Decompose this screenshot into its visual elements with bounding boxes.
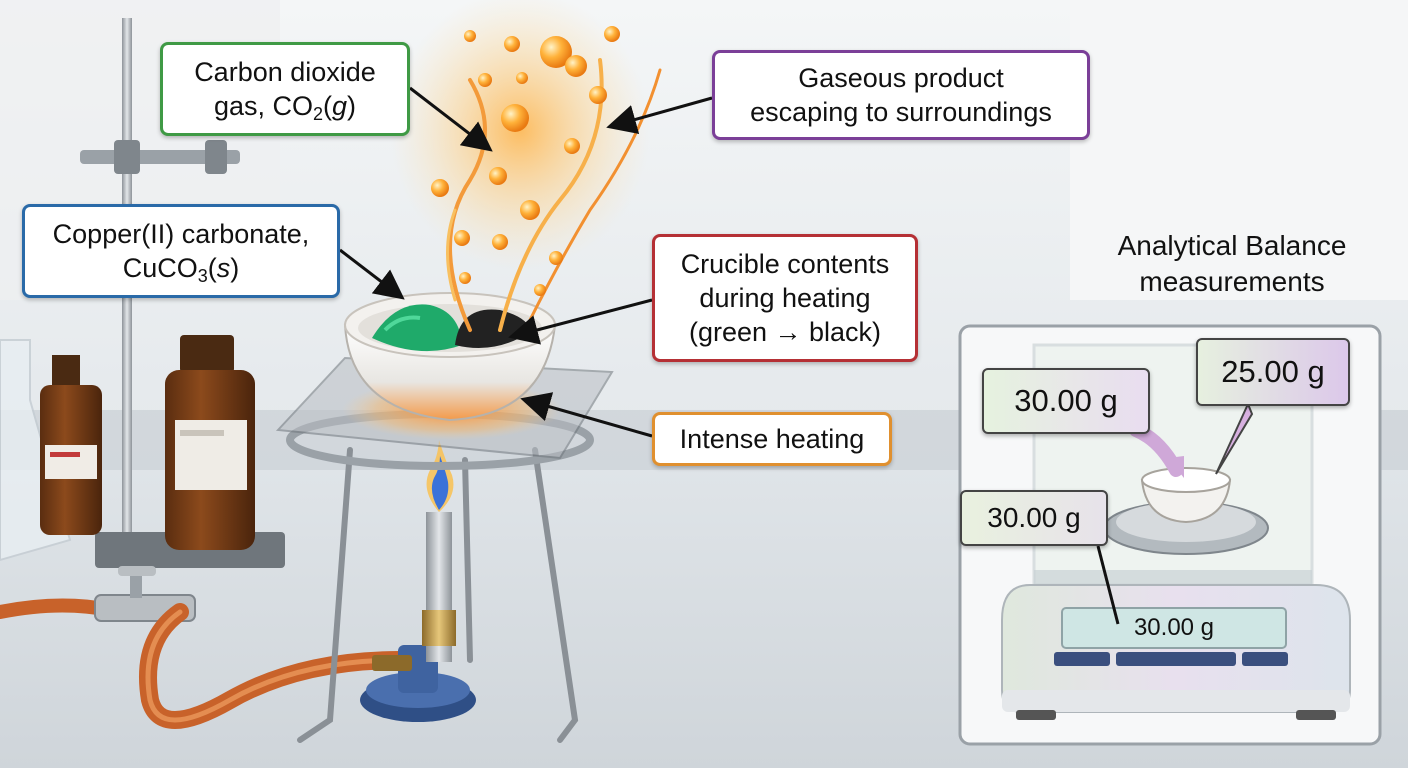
arrow-gaseous — [606, 96, 713, 134]
label-copper-carbonate: Copper(II) carbonate, CuCO3(s) — [22, 204, 340, 298]
bunsen-burner — [360, 512, 476, 722]
label-intense-heating: Intense heating — [652, 412, 892, 466]
arrow-co2 — [409, 86, 493, 152]
label-co2-line2: gas, CO2(g) — [214, 89, 356, 123]
balance-tag-bottom: 30.00 g — [960, 490, 1108, 546]
arrow-heating — [520, 392, 653, 438]
label-copper-line2-pre: CuCO — [122, 253, 198, 283]
large-bottle — [165, 335, 255, 550]
label-co2-line2-pre: gas, CO — [213, 91, 313, 121]
balance-heading-line2: measurements — [1139, 266, 1325, 297]
balance-heading: Analytical Balance measurements — [1090, 228, 1374, 300]
callout-arrows — [339, 86, 713, 438]
label-co2-gas: Carbon dioxide gas, CO2(g) — [160, 42, 410, 136]
balance-tag-right: 25.00 g — [1196, 338, 1350, 406]
arrow-copper — [339, 248, 405, 300]
label-crucible-line3: (green → black) — [688, 317, 882, 347]
label-gaseous-line2: escaping to surroundings — [750, 97, 1052, 127]
arrow-crucible — [508, 298, 653, 345]
label-gaseous-line1: Gaseous product — [798, 63, 1004, 93]
label-copper-subscript: 3 — [197, 266, 208, 286]
label-copper-line2: CuCO3(s) — [123, 251, 240, 285]
crucible — [343, 292, 557, 422]
small-bottle — [40, 355, 102, 535]
balance-tag-left: 30.00 g — [982, 368, 1150, 434]
label-crucible-line1: Crucible contents — [680, 249, 890, 279]
label-crucible-contents: Crucible contents during heating (green … — [652, 234, 918, 362]
label-co2-line2-post: (g) — [323, 91, 357, 121]
label-copper-line2-post: (s) — [207, 253, 240, 283]
gas-streams — [446, 58, 662, 332]
label-co2-subscript: 2 — [313, 104, 324, 124]
label-gaseous-product: Gaseous product escaping to surroundings — [712, 50, 1090, 140]
tag-bottom-pointer — [1096, 545, 1120, 625]
co2-bubbles — [431, 26, 620, 296]
tag-right-pointer — [1215, 401, 1254, 475]
label-heating-line1: Intense heating — [679, 424, 865, 454]
balance-heading-line1: Analytical Balance — [1117, 230, 1347, 261]
label-copper-line1: Copper(II) carbonate, — [52, 219, 310, 249]
label-crucible-line2: during heating — [699, 283, 871, 313]
label-co2-line1: Carbon dioxide — [194, 57, 376, 87]
balance-display-readout: 30.00 g — [1133, 614, 1215, 641]
